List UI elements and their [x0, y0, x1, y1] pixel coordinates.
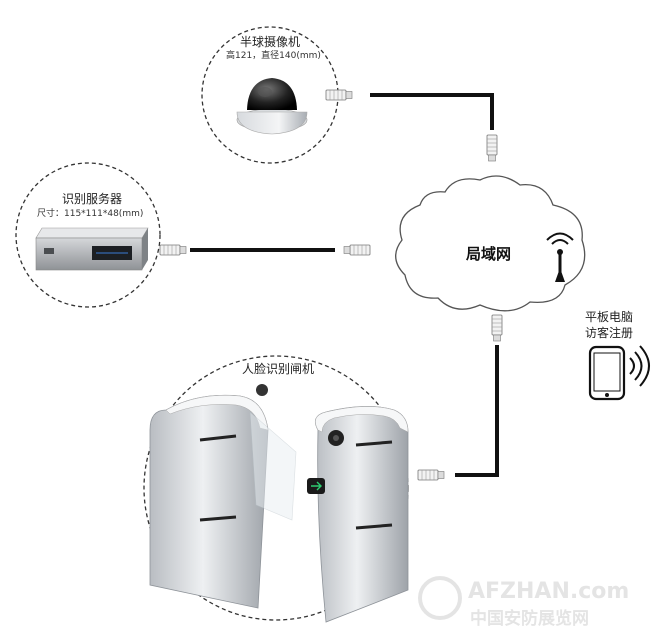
- rj45-connector-icon: [159, 244, 187, 256]
- server-box-icon: [35, 227, 149, 271]
- watermark-logo: AFZHAN.com 中国安防展览网: [418, 576, 629, 629]
- wifi-antenna-icon: [546, 232, 574, 282]
- server-title: 识别服务器: [62, 192, 123, 206]
- network-cables: [190, 93, 499, 477]
- watermark-subtitle: 中国安防展览网: [470, 608, 589, 629]
- rj45-connector-icon: [486, 134, 498, 162]
- tablet-signal-icon: [629, 345, 650, 387]
- rj45-connector-icon: [491, 314, 503, 342]
- gate-node: [143, 355, 409, 623]
- camera-node: [201, 26, 339, 164]
- lan-cloud: [395, 175, 586, 312]
- turnstile-gate-icon: [149, 384, 409, 623]
- rj45-connector-icon: [417, 469, 445, 481]
- rj45-connector-icon: [343, 244, 371, 256]
- tablet-label-line2: 访客注册: [585, 326, 634, 340]
- tablet-icon: [588, 345, 626, 401]
- dome-camera-icon: [236, 78, 308, 135]
- tablet-label-line1: 平板电脑: [585, 310, 634, 324]
- rj45-connector-icon: [325, 89, 353, 101]
- lan-label: 局域网: [466, 245, 512, 263]
- gate-title: 人脸识别闸机: [242, 362, 315, 376]
- server-spec: 尺寸：115*111*48(mm): [37, 209, 144, 219]
- camera-title: 半球摄像机: [240, 35, 301, 49]
- server-node: [15, 162, 161, 308]
- camera-spec: 高121，直径140(mm): [226, 51, 321, 61]
- watermark-brand: AFZHAN.com: [468, 579, 629, 604]
- server-dashed-circle: [15, 162, 161, 308]
